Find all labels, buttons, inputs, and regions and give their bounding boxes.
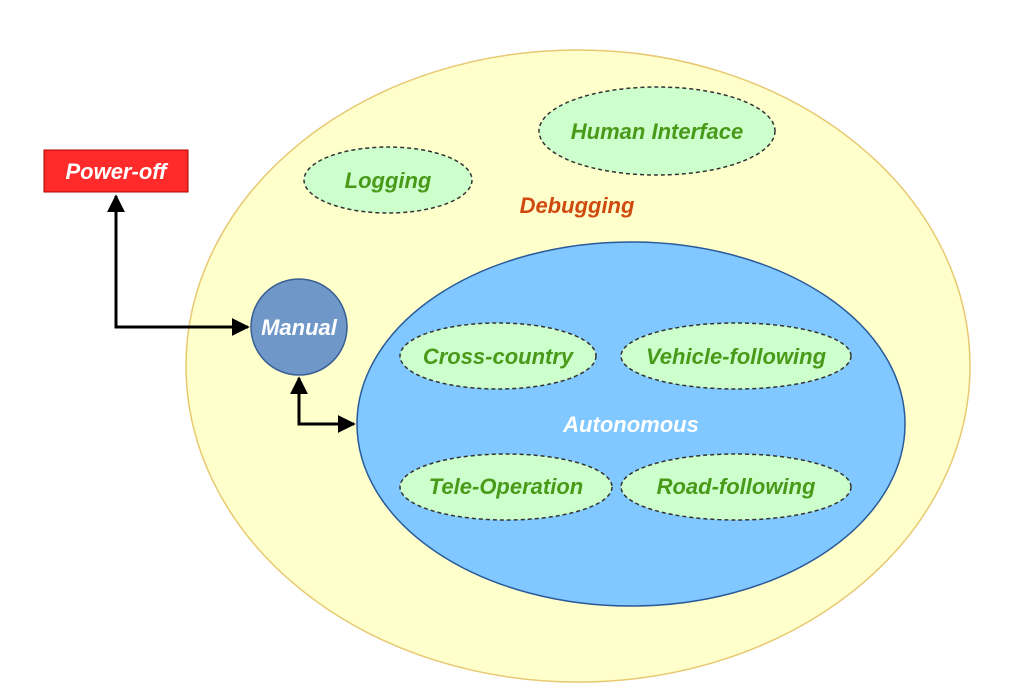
road-following-mode[interactable]: Road-following: [620, 453, 852, 521]
cross-country-label: Cross-country: [423, 344, 575, 369]
power-off-manual-connector: [107, 194, 250, 336]
power-off-label: Power-off: [65, 159, 169, 184]
autonomous-label: Autonomous: [562, 412, 699, 437]
cross-country-mode[interactable]: Cross-country: [399, 322, 597, 390]
manual-mode[interactable]: Manual: [250, 278, 348, 376]
tele-operation-label: Tele-Operation: [429, 474, 583, 499]
tele-operation-mode[interactable]: Tele-Operation: [399, 453, 613, 521]
human-interface-label: Human Interface: [571, 119, 743, 144]
manual-label: Manual: [261, 315, 338, 340]
vehicle-following-label: Vehicle-following: [646, 344, 827, 369]
manual-autonomous-connector: [290, 376, 356, 433]
logging-mode[interactable]: Logging: [303, 146, 473, 214]
debugging-label: Debugging: [520, 193, 635, 218]
logging-label: Logging: [345, 168, 432, 193]
road-following-label: Road-following: [657, 474, 816, 499]
power-off-mode[interactable]: Power-off: [43, 149, 189, 193]
vehicle-following-mode[interactable]: Vehicle-following: [620, 322, 852, 390]
human-interface-mode[interactable]: Human Interface: [538, 86, 776, 176]
